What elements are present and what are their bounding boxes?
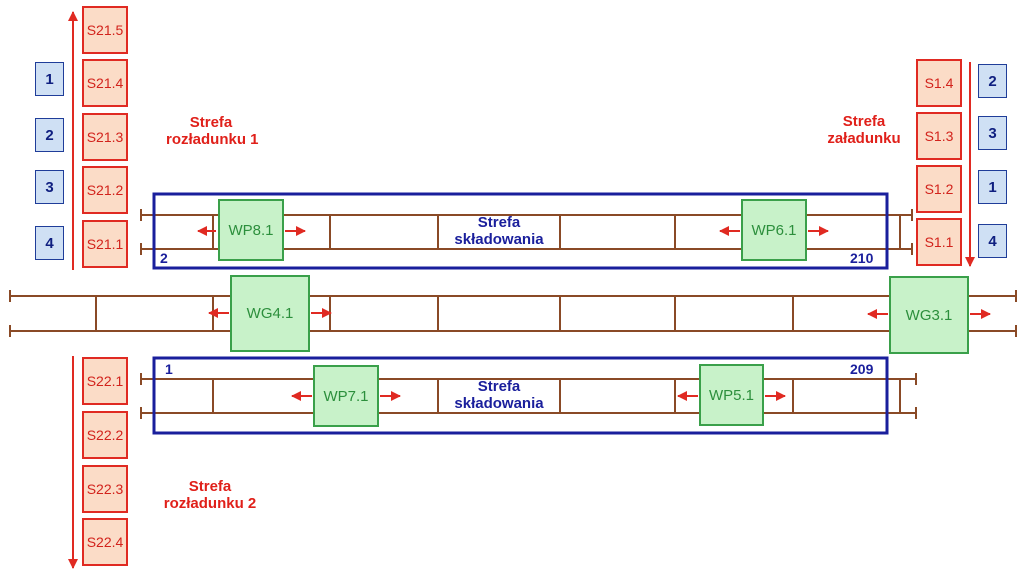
slot-s1-3[interactable]: S1.3 — [916, 112, 962, 160]
dock-number-badge: 1 — [35, 62, 64, 96]
machine-wg4[interactable]: WG4.1 — [230, 275, 310, 352]
slot-s21-4[interactable]: S21.4 — [82, 59, 128, 107]
slot-s1-4[interactable]: S1.4 — [916, 59, 962, 107]
storage-label-line: składowania — [454, 395, 544, 412]
slot-s1-1[interactable]: S1.1 — [916, 218, 962, 266]
dock-number-badge: 1 — [978, 170, 1007, 204]
dock-number-badge: 4 — [35, 226, 64, 260]
storage-label-line: składowania — [454, 231, 544, 248]
slot-s1-2[interactable]: S1.2 — [916, 165, 962, 213]
slot-s21-1[interactable]: S21.1 — [82, 220, 128, 268]
storage-label-line: Strefa — [477, 214, 521, 231]
dock-number-badge: 2 — [978, 64, 1007, 98]
storage-label-line: Strefa — [477, 378, 521, 395]
slot-s21-2[interactable]: S21.2 — [82, 166, 128, 214]
slot-s21-5[interactable]: S21.5 — [82, 6, 128, 54]
slot-s22-1[interactable]: S22.1 — [82, 357, 128, 405]
dock-number-badge: 3 — [978, 116, 1007, 150]
zone-label-line: Strefa — [189, 114, 233, 131]
main-rails — [9, 290, 1017, 337]
rack-number-top-right: 210 — [850, 250, 874, 266]
dock-number-badge: 4 — [978, 224, 1007, 258]
machine-wp8[interactable]: WP8.1 — [218, 199, 284, 261]
machine-wp5[interactable]: WP5.1 — [699, 364, 764, 426]
bottom-storage-rails — [140, 373, 917, 419]
dock-number-badge: 2 — [35, 118, 64, 152]
zone-label-line: Strefa — [842, 113, 886, 130]
slot-s22-4[interactable]: S22.4 — [82, 518, 128, 566]
storage-zone-bottom-label: Strefa składowania — [446, 378, 552, 412]
rack-number-bottom-right: 209 — [850, 361, 874, 377]
unloading-zone-2-label: Strefa rozładunku 2 — [160, 478, 260, 512]
slot-s22-3[interactable]: S22.3 — [82, 465, 128, 513]
storage-zone-frame-bottom — [152, 356, 889, 435]
zone-label-line: załadunku — [827, 130, 901, 147]
zone-label-line: Strefa — [188, 478, 232, 495]
unloading-zone-1-label: Strefa rozładunku 1 — [166, 114, 259, 148]
machine-wp6[interactable]: WP6.1 — [741, 199, 807, 261]
storage-zone-frame-top — [152, 192, 889, 270]
slot-s21-3[interactable]: S21.3 — [82, 113, 128, 161]
machine-wg3[interactable]: WG3.1 — [889, 276, 969, 354]
zone-label-line: rozładunku 2 — [163, 495, 257, 512]
loading-zone-label: Strefa załadunku — [818, 113, 910, 147]
storage-zone-top-label: Strefa składowania — [446, 214, 552, 248]
machine-wp7[interactable]: WP7.1 — [313, 365, 379, 427]
zone-label-line: rozładunku 1 — [166, 131, 259, 148]
slot-s22-2[interactable]: S22.2 — [82, 411, 128, 459]
rack-number-top-left: 2 — [160, 250, 168, 266]
rack-number-bottom-left: 1 — [165, 361, 173, 377]
dock-number-badge: 3 — [35, 170, 64, 204]
